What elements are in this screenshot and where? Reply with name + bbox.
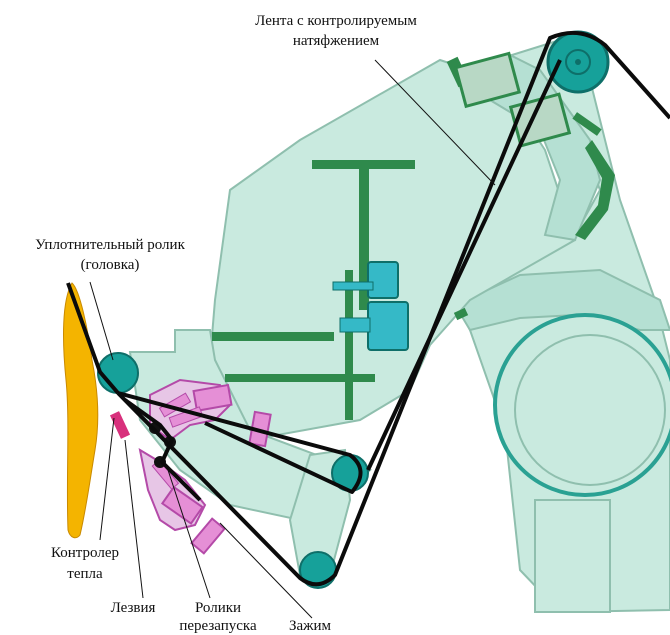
actuator-body-1 <box>368 262 398 298</box>
compaction-roller <box>98 353 138 393</box>
drive-drum-inner <box>515 335 665 485</box>
leader-blades <box>125 440 143 598</box>
label-restart-line2: перезапуска <box>179 618 257 634</box>
actuator-rod-1 <box>333 282 373 290</box>
label-roller-line1: Уплотнительный ролик <box>35 237 185 253</box>
label-heat-line1: Контролер <box>51 545 119 561</box>
drum-base <box>535 500 610 612</box>
label-heat-line2: тепла <box>67 566 103 582</box>
horizontal-bar-2 <box>225 374 375 382</box>
label-blades: Лезвия <box>111 600 156 616</box>
tension-pulley-axle <box>575 59 581 65</box>
label-tape-line2: натяфжением <box>293 33 380 49</box>
label-clamp: Зажим <box>289 618 332 634</box>
horizontal-bar-1 <box>212 332 334 341</box>
actuator-rod-2 <box>340 318 370 332</box>
label-restart-line1: Ролики <box>195 600 241 616</box>
leader-heat <box>100 418 114 540</box>
vertical-post <box>345 270 353 420</box>
label-roller-line2: (головка) <box>81 257 140 273</box>
label-tape-line1: Лента с контролируемым <box>255 13 417 29</box>
actuator-body-2 <box>368 302 408 350</box>
